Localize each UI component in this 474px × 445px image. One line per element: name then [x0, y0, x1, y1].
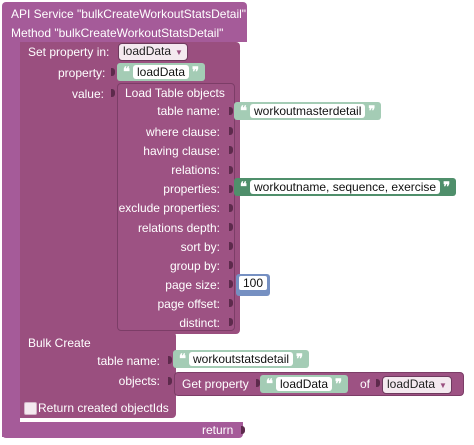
property-connector	[111, 68, 115, 76]
page-size-value[interactable]: 100	[239, 276, 268, 290]
open-quote-icon: ❝	[240, 103, 247, 119]
relations-depth-connector	[229, 223, 233, 231]
sort-by-label: sort by:	[180, 240, 220, 254]
relations-connector	[229, 166, 233, 174]
distinct-connector	[229, 318, 233, 326]
bulk-table-name-label: table name:	[97, 354, 160, 368]
group-by-label: group by:	[169, 259, 220, 273]
page-offset-label: page offset:	[157, 297, 221, 311]
open-quote-icon: ❝	[123, 64, 130, 80]
objects-connector	[168, 377, 172, 385]
distinct-label: distinct:	[179, 316, 220, 330]
value-connector	[111, 89, 115, 97]
sort-by-connector	[229, 242, 233, 250]
properties-string-block[interactable]: ❝ workoutname, sequence, exercise ❞	[234, 178, 457, 196]
property-value[interactable]: loadData	[133, 65, 190, 79]
method-footer	[2, 422, 243, 438]
method-spine	[2, 42, 20, 437]
page-size-label: page size:	[165, 278, 220, 292]
set-property-target-dropdown[interactable]: loadData▼	[118, 43, 188, 61]
properties-value[interactable]: workoutname, sequence, exercise	[250, 180, 441, 194]
table-name-connector	[229, 107, 233, 115]
open-quote-icon: ❝	[179, 351, 186, 367]
property-string-block[interactable]: ❝ loadData ❞	[117, 63, 206, 81]
value-label: value:	[71, 87, 104, 101]
return-ids-checkbox[interactable]	[24, 402, 37, 415]
open-quote-icon: ❝	[240, 179, 247, 195]
table-name-label: table name:	[157, 104, 220, 118]
get-property-label: Get property	[182, 377, 249, 391]
properties-connector	[229, 185, 233, 193]
of-label: of	[360, 377, 371, 391]
page-offset-connector	[229, 299, 233, 307]
load-table-name-value[interactable]: workoutmasterdetail	[250, 104, 366, 118]
of-connector	[376, 379, 380, 387]
chevron-down-icon: ▼	[175, 48, 183, 57]
get-property-connector	[256, 379, 260, 387]
page-size-connector	[229, 280, 233, 288]
page-size-number-block[interactable]: 100	[236, 274, 271, 296]
set-property-label: Set property in:	[28, 45, 110, 59]
having-clause-label: having clause:	[143, 144, 220, 158]
bulk-table-name-connector	[168, 356, 172, 364]
exclude-properties-connector	[229, 204, 233, 212]
close-quote-icon: ❞	[368, 103, 376, 119]
return-label: return	[202, 423, 234, 437]
bulk-table-name-string-block[interactable]: ❝ workoutstatsdetail ❞	[173, 350, 310, 368]
load-table-block[interactable]	[117, 83, 235, 331]
api-service-label: API Service "bulkCreateWorkoutStatsDetai…	[11, 7, 247, 21]
open-quote-icon: ❝	[266, 376, 273, 392]
property-label: property:	[58, 66, 106, 80]
of-var-dropdown[interactable]: loadData▼	[382, 376, 452, 394]
relations-label: relations:	[171, 163, 220, 177]
get-property-name[interactable]: loadData	[276, 377, 333, 391]
load-table-name-string-block[interactable]: ❝ workoutmasterdetail ❞	[234, 102, 382, 120]
bulk-create-title: Bulk Create	[28, 336, 91, 350]
close-quote-icon: ❞	[443, 179, 451, 195]
chevron-down-icon: ▼	[439, 381, 447, 390]
return-connector	[241, 426, 245, 434]
relations-depth-label: relations depth:	[137, 221, 220, 235]
where-clause-label: where clause:	[145, 125, 220, 139]
group-by-connector	[229, 261, 233, 269]
api-service-block[interactable]	[2, 2, 247, 42]
properties-label: properties:	[163, 182, 220, 196]
get-property-string-block[interactable]: ❝ loadData ❞	[260, 375, 349, 393]
bulk-table-name-value[interactable]: workoutstatsdetail	[189, 352, 294, 366]
close-quote-icon: ❞	[296, 351, 304, 367]
return-ids-label: Return created objectIds	[38, 401, 169, 415]
exclude-properties-label: exclude properties:	[118, 201, 220, 215]
close-quote-icon: ❞	[335, 376, 343, 392]
method-label: Method "bulkCreateWorkoutStatsDetail"	[11, 26, 224, 40]
objects-label: objects:	[118, 374, 160, 388]
close-quote-icon: ❞	[192, 64, 200, 80]
load-table-title: Load Table objects	[125, 86, 225, 100]
where-clause-connector	[229, 127, 233, 135]
bulk-create-block[interactable]	[20, 332, 176, 418]
having-clause-connector	[229, 146, 233, 154]
